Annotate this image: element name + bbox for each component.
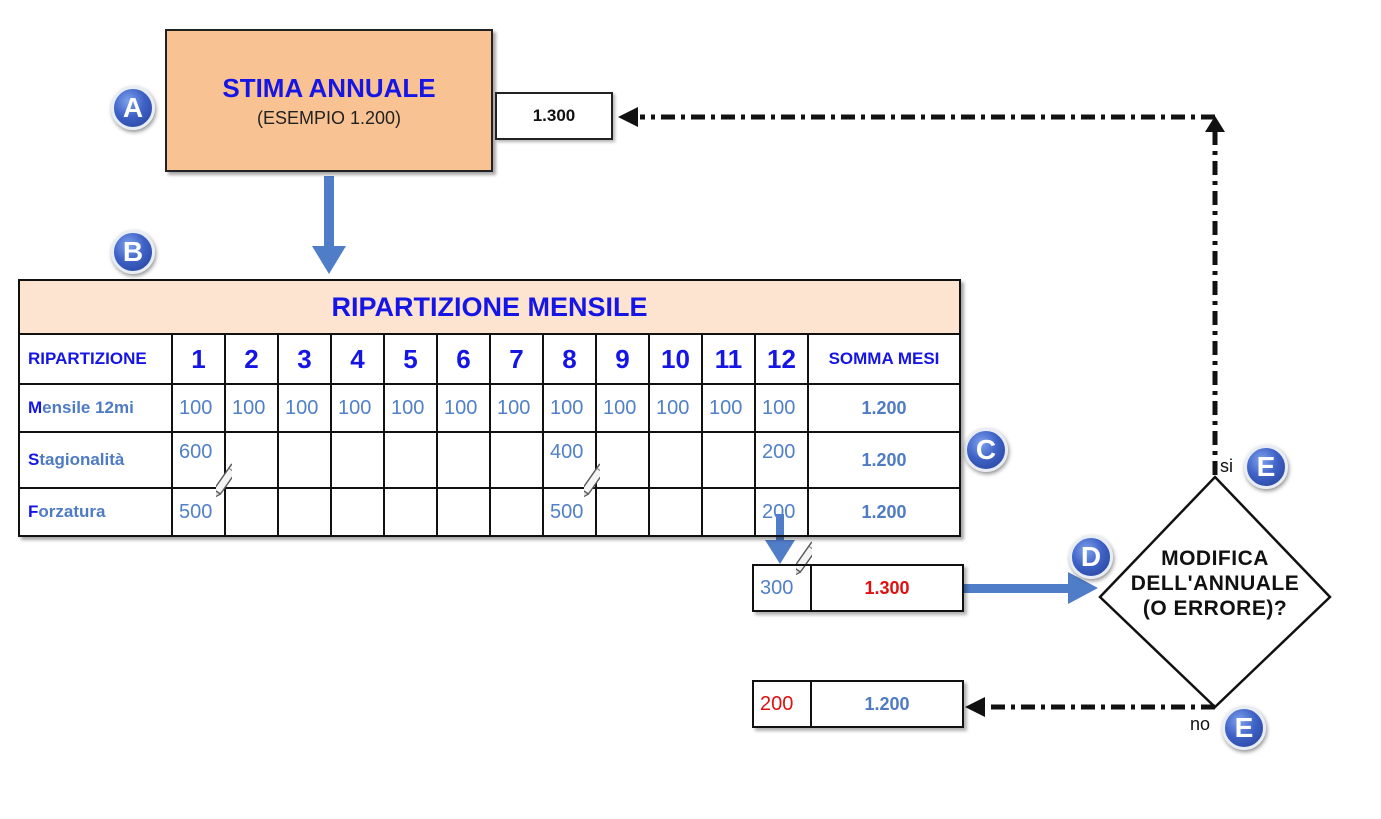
badge-d-icon: D	[1069, 535, 1113, 579]
table-row-stagionalita: Stagionalità 600 400 200 1.200	[18, 431, 961, 489]
header-month: 6	[436, 333, 491, 385]
header-month: 5	[383, 333, 438, 385]
header-month: 12	[754, 333, 809, 385]
header-month: 10	[648, 333, 703, 385]
no-arrowhead	[965, 697, 985, 717]
stima-subtitle: (ESEMPIO 1.200)	[256, 108, 402, 128]
decision-label: MODIFICA DELL'ANNUALE (O ERRORE)?	[1120, 546, 1310, 621]
cell-value[interactable]: 100	[171, 383, 226, 433]
badge-e-top-icon: E	[1244, 445, 1288, 489]
header-month: 9	[595, 333, 650, 385]
cell-value[interactable]: 200	[754, 431, 809, 489]
corrected-sum: 1.200	[810, 680, 964, 728]
annual-value-box: 1.300	[495, 92, 613, 140]
cell-value[interactable]: 100	[436, 383, 491, 433]
row-name-rest: orzatura	[38, 502, 106, 521]
cell-value[interactable]	[489, 431, 544, 489]
cell-value[interactable]: 100	[648, 383, 703, 433]
cell-value[interactable]	[330, 487, 385, 537]
cell-value[interactable]: 400	[542, 431, 597, 489]
table-caption: RIPARTIZIONE MENSILE	[18, 279, 961, 335]
badge-c-icon: C	[964, 428, 1008, 472]
row-name: Mensile 12mi	[18, 383, 173, 433]
header-month: 1	[171, 333, 226, 385]
cell-value[interactable]: 100	[754, 383, 809, 433]
header-ripartizione: RIPARTIZIONE	[18, 333, 173, 385]
row-name-rest: tagionalità	[39, 450, 125, 469]
badge-b-icon: B	[111, 230, 155, 274]
cell-value[interactable]	[224, 431, 279, 489]
cell-value[interactable]: 100	[701, 383, 756, 433]
cell-value[interactable]	[436, 431, 491, 489]
yes-label: si	[1220, 456, 1233, 476]
arrow-stima-to-table	[312, 176, 346, 274]
table-row-forzatura: Forzatura 500 500 200 1.200	[18, 487, 961, 537]
decision-line-2: DELL'ANNUALE	[1130, 572, 1300, 595]
cell-value[interactable]: 600	[171, 431, 226, 489]
cell-value[interactable]	[648, 431, 703, 489]
modified-sum: 1.300	[810, 564, 964, 612]
arrow-modified-to-decision	[962, 572, 1098, 604]
row-name: Stagionalità	[18, 431, 173, 489]
header-month: 8	[542, 333, 597, 385]
table-header-row: RIPARTIZIONE 1 2 3 4 5 6 7 8 9 10 11 12 …	[18, 333, 961, 385]
cell-value[interactable]: 100	[489, 383, 544, 433]
cell-value[interactable]	[383, 487, 438, 537]
header-somma-mesi: SOMMA MESI	[807, 333, 961, 385]
cell-value[interactable]: 100	[595, 383, 650, 433]
header-month: 11	[701, 333, 756, 385]
modified-box: 300 1.300	[752, 564, 964, 612]
cell-value[interactable]	[595, 431, 650, 489]
row-name: Forzatura	[18, 487, 173, 537]
cell-sum: 1.200	[807, 431, 961, 489]
cell-value[interactable]: 100	[542, 383, 597, 433]
cell-value[interactable]: 500	[171, 487, 226, 537]
cell-value[interactable]	[224, 487, 279, 537]
header-month: 2	[224, 333, 279, 385]
cell-value[interactable]	[383, 431, 438, 489]
cell-value[interactable]: 200	[754, 487, 809, 537]
corrected-box: 200 1.200	[752, 680, 964, 728]
table-row-mensile: Mensile 12mi 100 100 100 100 100 100 100…	[18, 383, 961, 433]
yes-path-connector	[640, 114, 1218, 475]
yes-arrowhead	[1205, 116, 1225, 132]
stima-annuale-box: STIMA ANNUALE (ESEMPIO 1.200)	[165, 29, 493, 172]
corrected-value[interactable]: 200	[752, 680, 812, 728]
cell-value[interactable]: 100	[224, 383, 279, 433]
row-name-initial: F	[28, 502, 39, 521]
header-month: 3	[277, 333, 332, 385]
cell-value[interactable]	[648, 487, 703, 537]
cell-value[interactable]	[701, 431, 756, 489]
cell-value[interactable]	[436, 487, 491, 537]
cell-value[interactable]	[595, 487, 650, 537]
cell-value[interactable]: 100	[277, 383, 332, 433]
cell-value[interactable]	[330, 431, 385, 489]
cell-value[interactable]: 100	[383, 383, 438, 433]
yes-arrowhead-left	[618, 107, 638, 127]
no-label: no	[1190, 714, 1211, 734]
cell-value[interactable]	[489, 487, 544, 537]
ripartizione-table: RIPARTIZIONE MENSILE RIPARTIZIONE 1 2 3 …	[18, 279, 961, 537]
badge-a-icon: A	[111, 86, 155, 130]
decision-line-3: (O ERRORE)?	[1142, 597, 1288, 620]
decision-line-1: MODIFICA	[1161, 547, 1269, 570]
header-month: 7	[489, 333, 544, 385]
badge-e-bottom-icon: E	[1222, 706, 1266, 750]
cell-sum: 1.200	[807, 383, 961, 433]
cell-value[interactable]: 500	[542, 487, 597, 537]
stima-title: STIMA ANNUALE	[222, 73, 436, 103]
modified-value[interactable]: 300	[752, 564, 812, 612]
cell-value[interactable]	[277, 487, 332, 537]
cell-value[interactable]	[277, 431, 332, 489]
cell-value[interactable]: 100	[330, 383, 385, 433]
cell-sum: 1.200	[807, 487, 961, 537]
row-name-initial: M	[28, 398, 43, 417]
row-name-rest: ensile 12mi	[42, 398, 134, 417]
row-name-initial: S	[28, 450, 40, 469]
cell-value[interactable]	[701, 487, 756, 537]
header-month: 4	[330, 333, 385, 385]
